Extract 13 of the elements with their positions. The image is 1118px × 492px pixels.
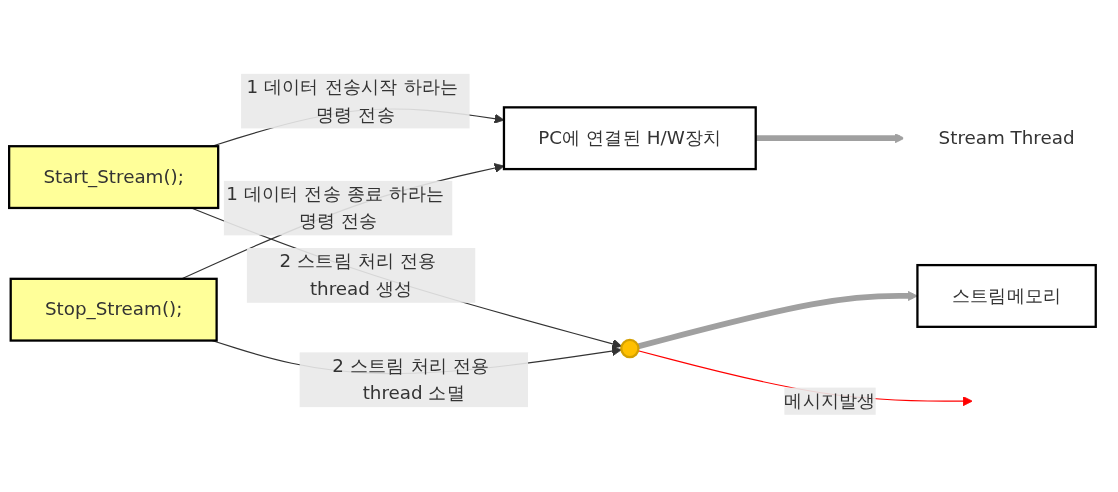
edge-label: 메시지발생 [784, 389, 876, 412]
node-text: Stream Thread [938, 126, 1075, 149]
node-box: Start_Stream(); [8, 145, 220, 210]
node-box: Stop_Stream(); [9, 277, 218, 342]
arrow [755, 133, 905, 144]
edge-label: 2 스트림 처리 전용 thread 소멸 [332, 354, 490, 404]
arrow [637, 290, 918, 350]
edge-label: 1 데이터 전송시작 하라는 명령 전송 [246, 76, 459, 126]
node-box: 스트림메모리 [916, 263, 1097, 328]
node-box: PC에 연결된 H/W장치 [502, 106, 757, 171]
node-circle [620, 338, 640, 359]
edge-label: 2 스트림 처리 전용 thread 생성 [279, 250, 437, 300]
edge-label: 1 데이터 전송 종료 하라는 명령 전송 [226, 182, 445, 233]
